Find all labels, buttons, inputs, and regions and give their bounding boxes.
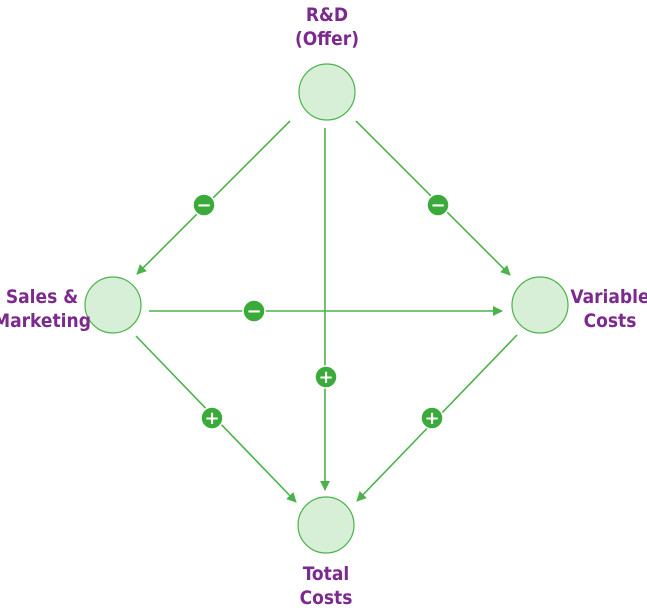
- polarity-signs: − − + − + +: [192, 193, 450, 430]
- sign-rd-to-total: +: [314, 365, 338, 389]
- sign-sales-to-variable-label: −: [246, 301, 261, 322]
- node-total: [297, 496, 355, 554]
- sign-variable-to-total-label: +: [424, 408, 439, 429]
- label-sales-line1: Sales &: [6, 286, 78, 308]
- sign-rd-to-variable-label: −: [430, 195, 445, 216]
- node-sales: [84, 276, 142, 334]
- label-rd-line1: R&D: [306, 4, 348, 26]
- sign-rd-to-total-label: +: [318, 367, 333, 388]
- nodes: [84, 63, 569, 554]
- sign-rd-to-sales: −: [192, 193, 216, 217]
- edges: [135, 120, 518, 503]
- node-labels: R&D (Offer) Sales & Marketing Variable C…: [0, 4, 647, 609]
- sign-sales-to-total-label: +: [204, 408, 219, 429]
- sign-variable-to-total: +: [420, 406, 444, 430]
- sign-sales-to-total: +: [200, 406, 224, 430]
- label-total-line2: Costs: [300, 587, 353, 609]
- label-variable-line2: Costs: [584, 310, 637, 332]
- sign-sales-to-variable: −: [242, 299, 266, 323]
- label-variable-line1: Variable: [570, 286, 647, 308]
- sign-rd-to-variable: −: [426, 193, 450, 217]
- edge-rd-to-sales: [136, 120, 291, 275]
- sign-rd-to-sales-label: −: [196, 195, 211, 216]
- label-rd-line2: (Offer): [295, 28, 359, 50]
- label-sales-line2: Marketing: [0, 310, 91, 332]
- label-total-line1: Total: [303, 563, 349, 585]
- node-rd: [298, 63, 356, 121]
- node-variable: [511, 276, 569, 334]
